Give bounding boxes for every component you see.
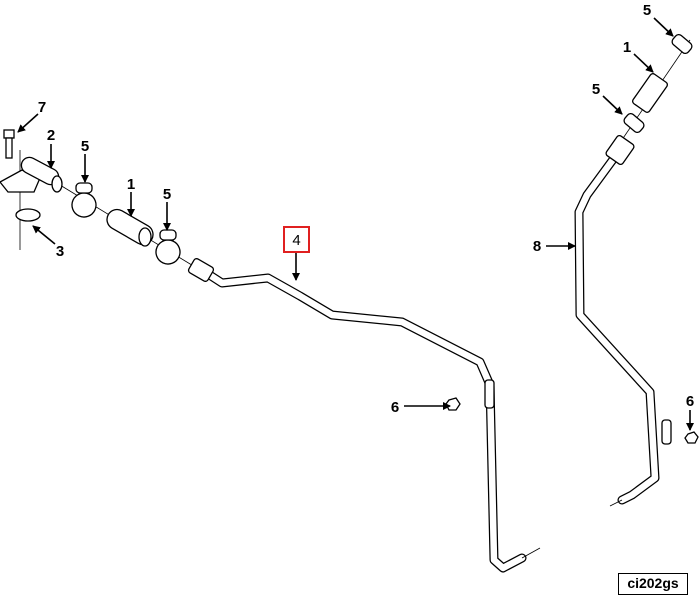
callout-5: 5 bbox=[163, 186, 171, 203]
callout-6: 6 bbox=[686, 393, 694, 410]
tube-4[interactable] bbox=[187, 258, 541, 573]
callout-arrows bbox=[17, 17, 694, 431]
callout-6: 6 bbox=[391, 399, 399, 416]
bolt-7[interactable] bbox=[3, 129, 15, 159]
hose-1-right[interactable] bbox=[631, 73, 668, 114]
callout-5: 5 bbox=[81, 138, 89, 155]
callout-1: 1 bbox=[127, 176, 135, 193]
clamp-5b[interactable] bbox=[153, 229, 184, 267]
tube-8[interactable] bbox=[574, 134, 672, 507]
drawing-code: ci202gs bbox=[618, 573, 688, 595]
highlight-box bbox=[283, 226, 310, 253]
callout-8: 8 bbox=[533, 238, 541, 255]
callout-5: 5 bbox=[643, 2, 651, 19]
clamp-5a[interactable] bbox=[69, 182, 100, 220]
nut-6-left[interactable] bbox=[445, 397, 461, 411]
callout-3: 3 bbox=[56, 243, 64, 260]
fitting-2[interactable] bbox=[0, 155, 63, 193]
hose-1[interactable] bbox=[103, 206, 156, 248]
callout-5: 5 bbox=[592, 81, 600, 98]
callout-7: 7 bbox=[38, 99, 46, 116]
clamp-5-right-top[interactable] bbox=[670, 33, 693, 55]
clamp-5-right-bottom[interactable] bbox=[622, 112, 645, 134]
nut-6-right[interactable] bbox=[684, 431, 699, 444]
callout-1: 1 bbox=[623, 39, 631, 56]
callout-2: 2 bbox=[47, 127, 55, 144]
o-ring-3[interactable] bbox=[15, 208, 41, 222]
callout-4[interactable]: 4 bbox=[292, 232, 300, 249]
